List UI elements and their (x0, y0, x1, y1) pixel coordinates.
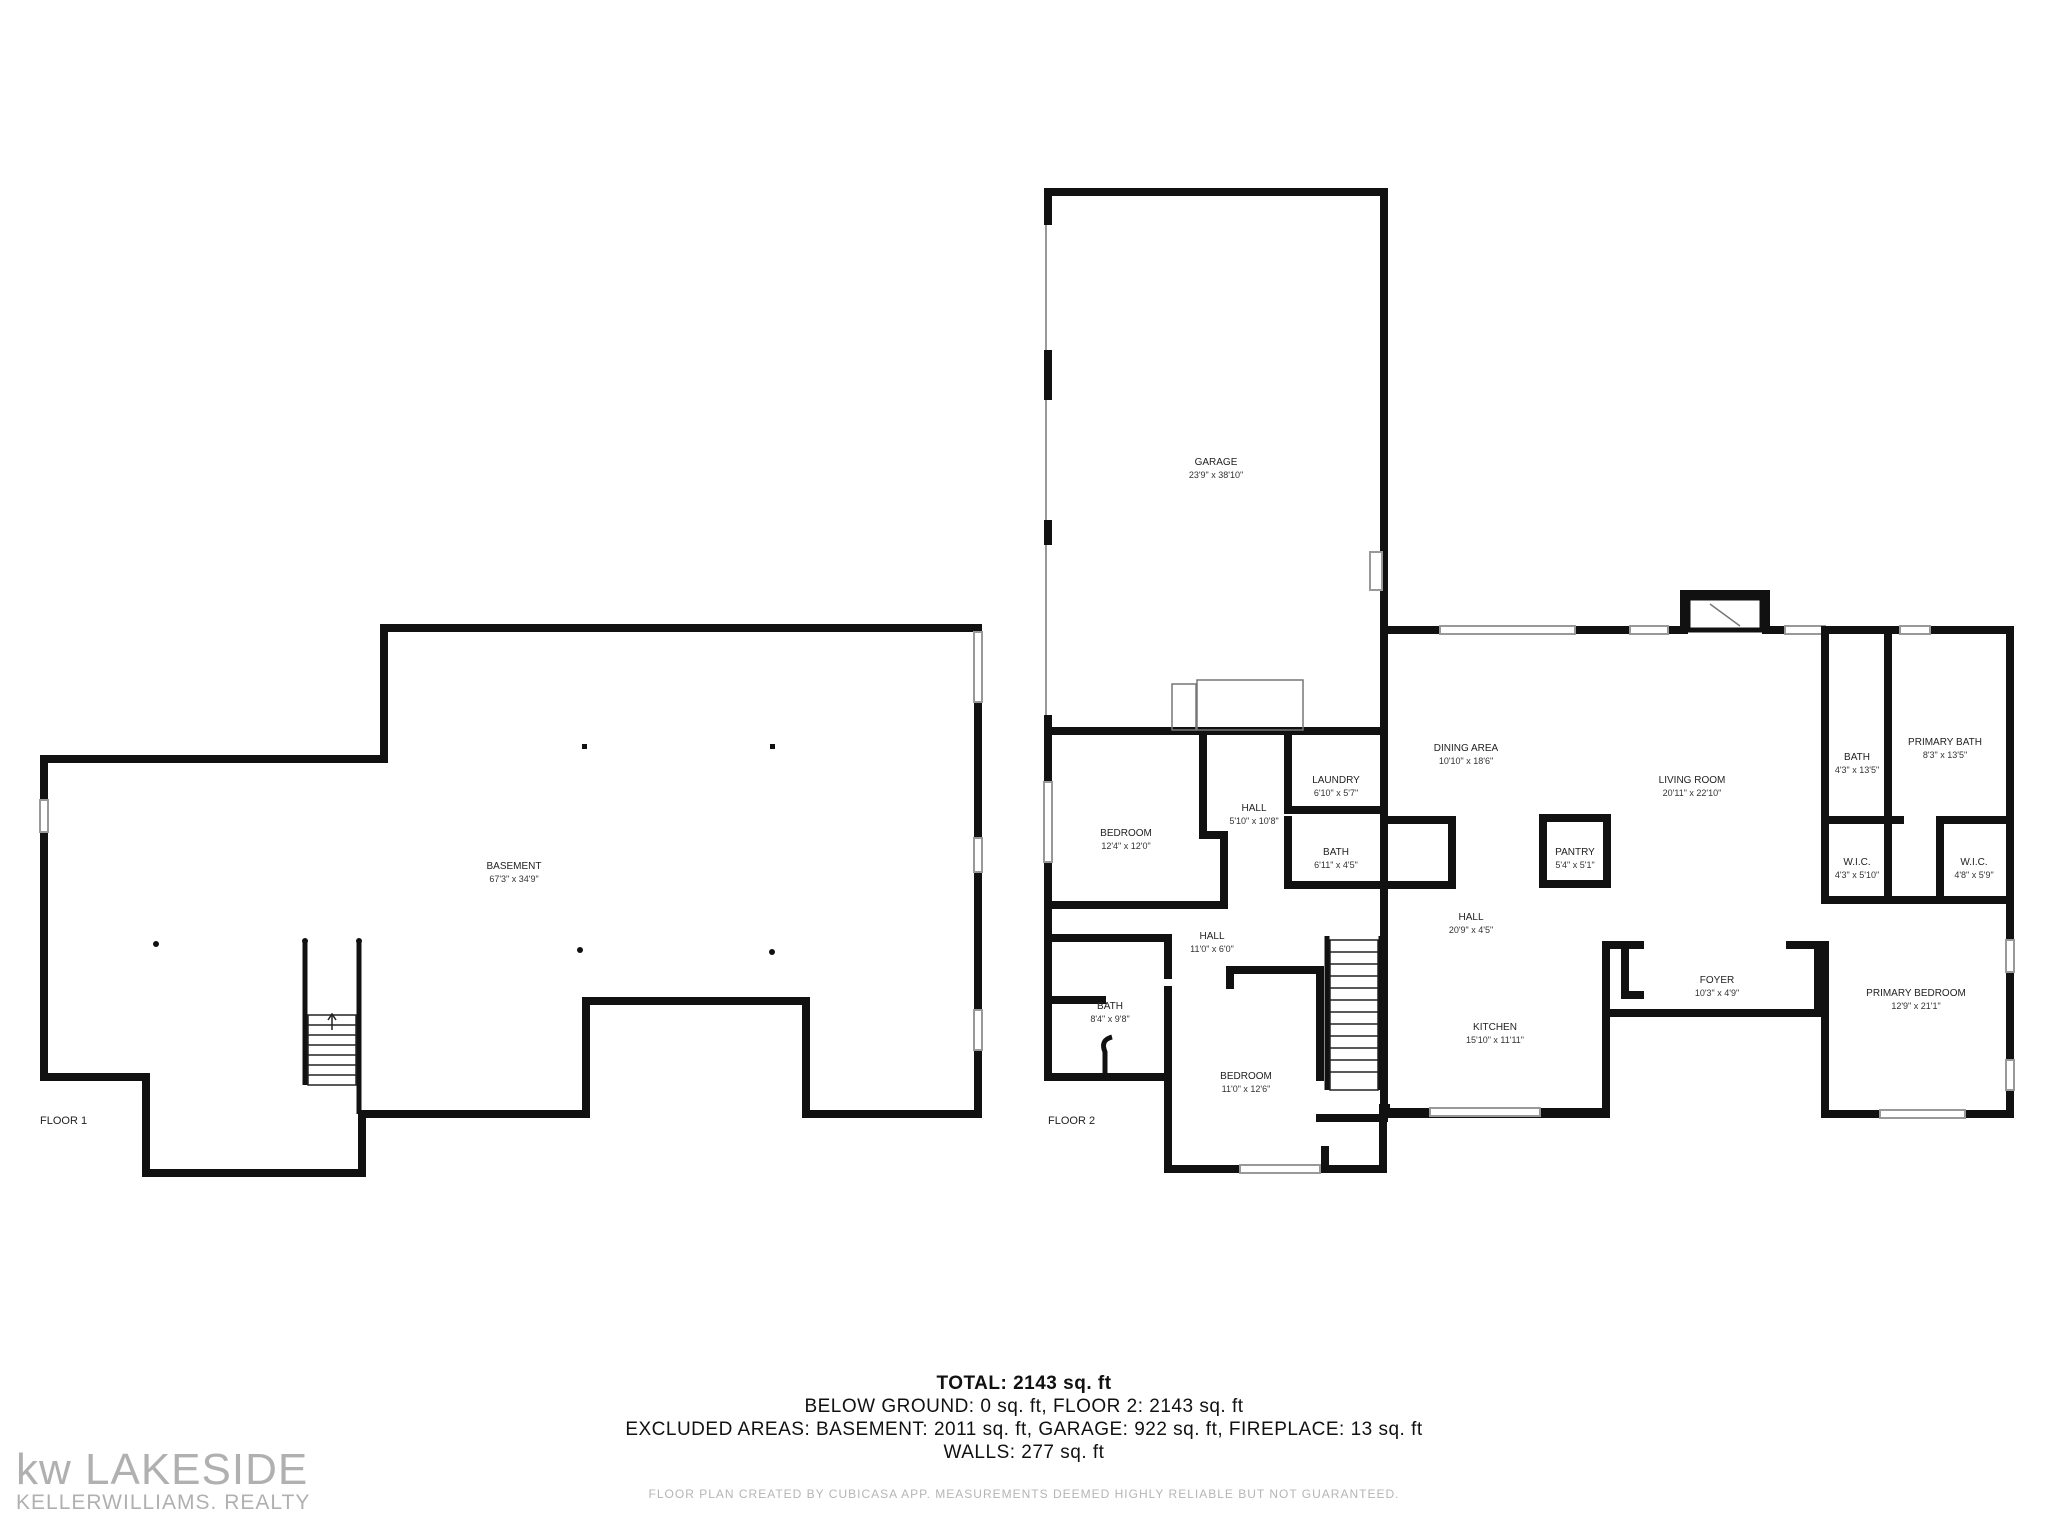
room-name-hall-2: HALL (1199, 931, 1224, 942)
logo-line-1: kw LAKESIDE (16, 1445, 309, 1494)
room-name-primary-bath: PRIMARY BATH (1908, 737, 1982, 748)
total-area: TOTAL: 2143 sq. ft (936, 1373, 1112, 1394)
window (2005, 939, 2015, 973)
disclaimer: FLOOR PLAN CREATED BY CUBICASA APP. MEAS… (648, 1487, 1400, 1501)
room-dims-wic-2: 4'8" x 5'9" (1954, 870, 1993, 880)
room-dims-primary-bedroom: 12'9" x 21'1" (1891, 1001, 1940, 1011)
window (2005, 1059, 2015, 1091)
room-dims-bath-1: 6'11" x 4'5" (1314, 860, 1358, 870)
window (973, 1009, 983, 1051)
window (1043, 781, 1053, 863)
floor-1-plan: BASEMENT 67'3" x 34'9" FLOOR 1 (39, 624, 983, 1177)
room-dims-bedroom-1: 12'4" x 12'0" (1101, 841, 1150, 851)
room-dims-primary-bath: 8'3" x 13'5" (1923, 750, 1967, 760)
excluded-areas: EXCLUDED AREAS: BASEMENT: 2011 sq. ft, G… (625, 1419, 1423, 1440)
garage-side-door (1369, 551, 1383, 591)
room-name-garage: GARAGE (1195, 457, 1238, 468)
room-name-hall-1: HALL (1241, 803, 1266, 814)
window (973, 837, 983, 873)
room-dims-hall-2: 11'0" x 6'0" (1190, 944, 1234, 954)
room-dims-kitchen: 15'10" x 11'11" (1466, 1035, 1524, 1045)
window (1899, 625, 1931, 635)
room-dims-garage: 23'9" x 38'10" (1189, 470, 1243, 480)
room-name-laundry: LAUNDRY (1312, 775, 1360, 786)
room-name-primary-bedroom: PRIMARY BEDROOM (1866, 988, 1966, 999)
room-name-hall-3: HALL (1458, 912, 1483, 923)
support-post (770, 744, 775, 749)
basement-outline (40, 624, 982, 1177)
window (1629, 625, 1669, 635)
room-dims-dining-area: 10'10" x 18'6" (1439, 756, 1493, 766)
room-name-bedroom-1: BEDROOM (1100, 828, 1152, 839)
room-dims-foyer: 10'3" x 4'9" (1695, 988, 1739, 998)
room-name-pantry: PANTRY (1555, 847, 1595, 858)
room-name-kitchen: KITCHEN (1473, 1022, 1517, 1033)
floor-2-label: FLOOR 2 (1048, 1115, 1095, 1127)
window (1879, 1109, 1966, 1119)
room-dims-bath-3: 4'3" x 13'5" (1835, 765, 1879, 775)
room-dims-hall-1: 5'10" x 10'8" (1229, 816, 1278, 826)
window (973, 631, 983, 703)
room-name-bath-2: BATH (1097, 1001, 1123, 1012)
room-dims-bedroom-2: 11'0" x 12'6" (1222, 1084, 1271, 1094)
room-name-basement: BASEMENT (486, 861, 541, 872)
window (1429, 1107, 1541, 1117)
room-dims-hall-3: 20'9" x 4'5" (1449, 925, 1493, 935)
window (1784, 625, 1826, 635)
support-post (582, 744, 587, 749)
room-dims-wic-1: 4'3" x 5'10" (1835, 870, 1879, 880)
room-dims-basement: 67'3" x 34'9" (489, 874, 538, 884)
room-name-wic-1: W.I.C. (1843, 857, 1870, 868)
room-name-dining-area: DINING AREA (1434, 743, 1499, 754)
pantry-walls (1539, 814, 1611, 888)
room-name-foyer: FOYER (1700, 975, 1734, 986)
room-name-living-room: LIVING ROOM (1659, 775, 1726, 786)
room-name-bath-3: BATH (1844, 752, 1870, 763)
window (1439, 625, 1576, 635)
room-name-bedroom-2: BEDROOM (1220, 1071, 1272, 1082)
brokerage-logo: kw LAKESIDE KELLERWILLIAMS. REALTY (16, 1448, 310, 1514)
support-post (769, 949, 775, 955)
floor-2-plan: GARAGE 23'9" x 38'10" BEDROOM 12'4" x 12… (1043, 188, 2015, 1174)
room-dims-bath-2: 8'4" x 9'8" (1090, 1014, 1129, 1024)
room-dims-living-room: 20'11" x 22'10" (1663, 788, 1722, 798)
support-post (153, 941, 159, 947)
window (1239, 1164, 1321, 1174)
area-summary: TOTAL: 2143 sq. ft BELOW GROUND: 0 sq. f… (0, 1372, 2048, 1464)
support-post (577, 947, 583, 953)
room-dims-laundry: 6'10" x 5'7" (1314, 788, 1358, 798)
basement-stairs (302, 938, 362, 1114)
room-name-wic-2: W.I.C. (1960, 857, 1987, 868)
floor-2-stairs (1324, 936, 1384, 1091)
walls-area: WALLS: 277 sq. ft (943, 1442, 1105, 1463)
room-name-bath-1: BATH (1323, 847, 1349, 858)
below-ground-area: BELOW GROUND: 0 sq. ft, FLOOR 2: 2143 sq… (804, 1396, 1244, 1417)
floor-1-label: FLOOR 1 (40, 1115, 87, 1127)
fireplace (1685, 595, 1765, 633)
logo-line-2: KELLERWILLIAMS. REALTY (16, 1491, 311, 1514)
window (39, 799, 49, 833)
room-dims-pantry: 5'4" x 5'1" (1555, 860, 1594, 870)
